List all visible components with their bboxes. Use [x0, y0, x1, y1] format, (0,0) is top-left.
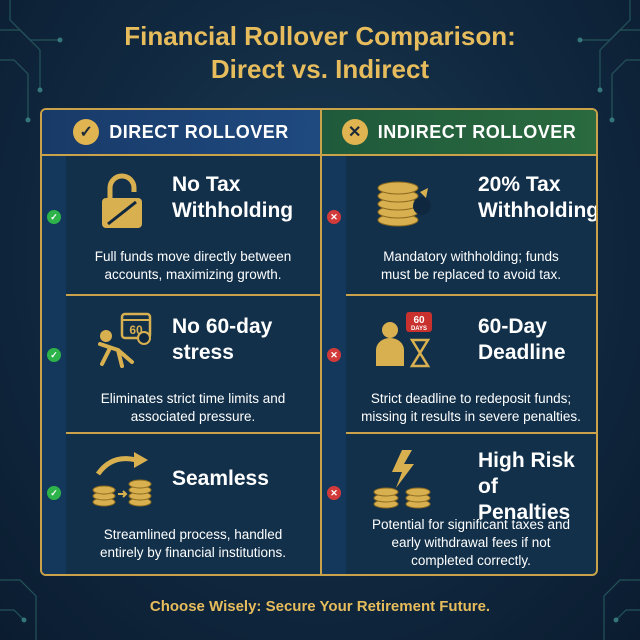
cell-description: Streamlined process, handled entirely by… — [74, 526, 312, 562]
desc-line: completed correctly. — [411, 553, 531, 568]
cell-description: Strict deadline to redeposit funds; miss… — [354, 390, 588, 426]
title-line-1: Financial Rollover Comparison: — [124, 21, 516, 51]
page-title: Financial Rollover Comparison: Direct vs… — [0, 20, 640, 86]
indirect-rollover-label: INDIRECT ROLLOVER — [377, 121, 577, 142]
cell-title: No Tax Withholding — [172, 172, 293, 224]
title-line: Penalties — [478, 501, 571, 524]
direct-marks-strip: ✓ ✓ ✓ — [42, 156, 66, 574]
unlocked-padlock-icon — [102, 173, 142, 228]
badge-number: 60 — [413, 315, 425, 326]
cell-title: 60-Day Deadline — [478, 314, 566, 366]
cell-title: 20% Tax Withholding — [478, 172, 598, 224]
desc-line: missing it results in severe penalties. — [361, 409, 581, 424]
check-mark-icon: ✓ — [47, 486, 61, 500]
cross-mark-icon: ✕ — [327, 210, 341, 224]
desc-line: entirely by financial institutions. — [99, 545, 287, 560]
cross-mark-icon: ✕ — [327, 348, 341, 362]
indirect-tax-withholding: 20% Tax Withholding Mandatory withholdin… — [346, 156, 596, 294]
title-line: 60-Day — [478, 315, 547, 338]
cross-mark-icon: ✕ — [327, 486, 341, 500]
desc-line: Mandatory withholding; funds — [383, 249, 559, 264]
cell-description: Full funds move directly between account… — [74, 248, 312, 284]
cell-description: Mandatory withholding; funds must be rep… — [354, 248, 588, 284]
cell-description: Eliminates strict time limits and associ… — [74, 390, 312, 426]
direct-rollover-header: ✓ DIRECT ROLLOVER — [42, 110, 320, 156]
stressed-person-hourglass-icon: 60 DAYS — [376, 312, 432, 368]
check-circle-icon: ✓ — [73, 119, 100, 145]
indirect-60-day-deadline: 60 DAYS 60-Day Deadline Strict deadline … — [346, 294, 596, 432]
title-line: Withholding — [478, 199, 598, 222]
relaxed-person-calendar-icon: 60 — [98, 312, 152, 368]
title-line: 20% Tax — [478, 173, 561, 196]
indirect-marks-strip: ✕ ✕ ✕ — [320, 156, 346, 574]
title-line: High Risk of — [478, 449, 575, 498]
desc-line: Potential for significant taxes and — [371, 517, 571, 532]
desc-line: associated pressure. — [130, 409, 256, 424]
title-line: Withholding — [172, 199, 294, 222]
title-line: No Tax — [172, 173, 241, 196]
comparison-table: ✓ DIRECT ROLLOVER ✕ INDIRECT ROLLOVER ✓ … — [40, 108, 598, 576]
footer-tagline: Choose Wisely: Secure Your Retirement Fu… — [149, 598, 491, 615]
desc-line: Full funds move directly between — [94, 249, 292, 264]
cell-title: Seamless — [172, 466, 269, 492]
direct-seamless: Seamless Streamlined process, handled en… — [66, 432, 320, 574]
title-line: Seamless — [172, 467, 269, 490]
desc-line: must be replaced to avoid tax. — [380, 267, 562, 282]
desc-line: Streamlined process, handled — [103, 527, 283, 542]
title-line: stress — [172, 341, 234, 364]
direct-no-tax-withholding: No Tax Withholding Full funds move direc… — [66, 156, 320, 294]
coin-stack-bite-icon — [377, 181, 431, 227]
title-line-2: Direct vs. Indirect — [210, 54, 430, 84]
x-circle-icon: ✕ — [341, 119, 368, 145]
desc-line: Strict deadline to redeposit funds; — [370, 391, 572, 406]
badge-days: DAYS — [411, 326, 427, 332]
title-line: No 60-day — [172, 315, 273, 338]
desc-line: accounts, maximizing growth. — [104, 267, 282, 282]
desc-line: Eliminates strict time limits and — [100, 391, 286, 406]
coin-transfer-icon — [92, 452, 152, 507]
cell-description: Potential for significant taxes and earl… — [354, 516, 588, 570]
title-line: Deadline — [478, 341, 566, 364]
indirect-rollover-header: ✕ INDIRECT ROLLOVER — [320, 110, 596, 156]
check-mark-icon: ✓ — [47, 210, 61, 224]
cell-title: No 60-day stress — [172, 314, 272, 366]
direct-no-60-day-stress: 60 No 60-day stress Eliminates strict ti… — [66, 294, 320, 432]
indirect-high-risk-penalties: High Risk of Penalties Potential for sig… — [346, 432, 596, 574]
desc-line: early withdrawal fees if not — [391, 535, 551, 550]
check-mark-icon: ✓ — [47, 348, 61, 362]
cell-title: High Risk of Penalties — [478, 448, 596, 526]
lightning-coins-icon — [373, 450, 431, 509]
direct-rollover-label: DIRECT ROLLOVER — [109, 121, 289, 142]
